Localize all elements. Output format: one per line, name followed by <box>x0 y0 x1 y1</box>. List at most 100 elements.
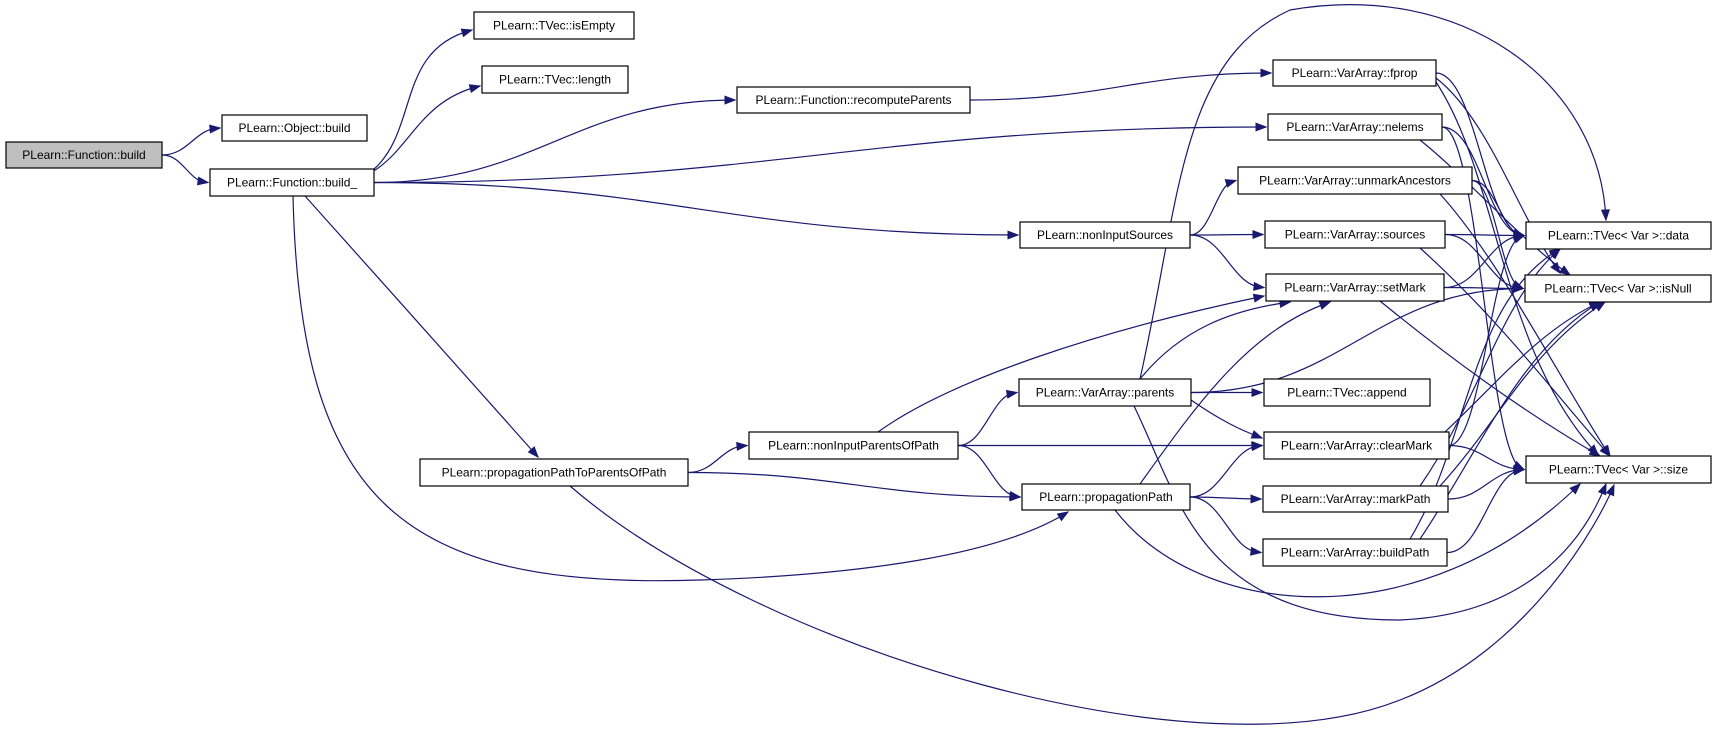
node-function-build[interactable]: PLearn::Function::build <box>5 141 163 169</box>
node-label: PLearn::nonInputParentsOfPath <box>768 439 939 453</box>
edge-vararray_unmark_ancestors-to-tvec_var_data <box>1471 179 1526 238</box>
edge-line <box>1189 444 1263 498</box>
edge-vararray_sources-to-tvec_var_size <box>1419 247 1611 458</box>
edge-non_input_sources-to-vararray_sources <box>1189 229 1265 240</box>
arrowhead <box>1260 68 1273 78</box>
node-label: PLearn::VarArray::parents <box>1036 386 1175 400</box>
node-label: PLearn::nonInputSources <box>1037 228 1173 242</box>
edge-function_build_-to-non_input_sources <box>373 181 1020 240</box>
edge-non_input_parents_of_path-to-vararray_clear_mark <box>957 440 1264 451</box>
edge-function_build_-to-propagation_path_to_parents_of_path <box>304 195 539 459</box>
node-non-input-parents-of-path[interactable]: PLearn::nonInputParentsOfPath <box>748 431 959 460</box>
edge-vararray_parents-to-tvec_append <box>1190 387 1264 398</box>
node-vararray-unmark-ancestors[interactable]: PLearn::VarArray::unmarkAncestors <box>1237 166 1473 195</box>
arrowhead <box>527 446 539 459</box>
node-box <box>473 11 635 40</box>
node-vararray-clear-mark[interactable]: PLearn::VarArray::clearMark <box>1263 431 1450 460</box>
call-graph-edges <box>161 4 1615 725</box>
node-box <box>1262 538 1448 567</box>
node-box <box>1237 166 1473 195</box>
node-box <box>1263 378 1431 407</box>
node-label: PLearn::VarArray::fprop <box>1292 66 1418 80</box>
node-vararray-sources[interactable]: PLearn::VarArray::sources <box>1264 220 1446 249</box>
edge-non_input_parents_of_path-to-vararray_set_mark <box>877 293 1266 433</box>
edge-non_input_parents_of_path-to-propagation_path <box>957 444 1022 500</box>
arrowhead <box>1255 122 1268 132</box>
edge-propagation_path_to_parents_of_path-to-non_input_parents_of_path <box>687 441 749 474</box>
node-recompute-parents[interactable]: PLearn::Function::recomputeParents <box>736 86 971 114</box>
edge-propagation_path_to_parents_of_path-to-tvec_var_size <box>569 483 1615 725</box>
edge-line <box>1435 81 1599 456</box>
edge-line <box>1443 234 1525 289</box>
node-box <box>1272 59 1437 87</box>
node-box <box>209 168 375 197</box>
arrowhead <box>1558 265 1572 276</box>
node-label: PLearn::TVec< Var >::data <box>1548 229 1690 243</box>
arrowhead <box>1253 281 1266 291</box>
node-tvec-var-data[interactable]: PLearn::TVec< Var >::data <box>1525 221 1712 250</box>
edge-vararray_parents-to-vararray_set_mark <box>1139 298 1292 380</box>
arrowhead <box>1548 248 1562 259</box>
node-label: PLearn::Function::recomputeParents <box>755 93 951 107</box>
edge-function_build-to-object_build <box>161 124 222 156</box>
node-tvec-length[interactable]: PLearn::TVec::length <box>481 65 629 94</box>
edge-line <box>1189 179 1237 236</box>
edge-line <box>373 99 736 184</box>
edge-line <box>1189 234 1265 289</box>
arrowhead <box>1569 483 1582 495</box>
edge-line <box>1139 4 1607 380</box>
edge-line <box>371 29 473 172</box>
node-box <box>1021 483 1191 511</box>
node-propagation-path[interactable]: PLearn::propagationPath <box>1021 483 1191 511</box>
node-propagation-path-to-parents-of-path[interactable]: PLearn::propagationPathToParentsOfPath <box>419 458 689 487</box>
edge-line <box>1139 301 1291 380</box>
edge-propagation_path-to-vararray_set_mark <box>1139 301 1332 485</box>
node-box <box>1525 455 1712 484</box>
edge-line <box>1189 233 1264 236</box>
node-box <box>1262 485 1449 513</box>
arrowhead <box>1008 490 1022 500</box>
node-vararray-set-mark[interactable]: PLearn::VarArray::setMark <box>1265 273 1445 302</box>
edge-propagation_path_to_parents_of_path-to-propagation_path <box>687 471 1022 502</box>
edge-recompute_parents-to-vararray_fprop <box>969 68 1273 101</box>
node-vararray-fprop[interactable]: PLearn::VarArray::fprop <box>1272 59 1437 87</box>
edge-line <box>1419 247 1611 457</box>
node-vararray-build-path[interactable]: PLearn::VarArray::buildPath <box>1262 538 1448 567</box>
node-label: PLearn::Object::build <box>238 121 350 135</box>
edge-non_input_sources-to-vararray_set_mark <box>1189 234 1266 291</box>
node-object-build[interactable]: PLearn::Object::build <box>221 114 368 142</box>
node-vararray-nelems[interactable]: PLearn::VarArray::nelems <box>1267 113 1443 141</box>
node-tvec-append[interactable]: PLearn::TVec::append <box>1263 378 1431 407</box>
node-label: PLearn::VarArray::unmarkAncestors <box>1259 174 1451 188</box>
edge-line <box>1448 234 1525 447</box>
edge-non_input_parents_of_path-to-vararray_parents <box>957 389 1019 447</box>
arrowhead <box>736 441 749 451</box>
node-label: PLearn::Function::build <box>22 148 145 162</box>
arrowhead <box>1512 234 1526 244</box>
node-tvec-var-isnull[interactable]: PLearn::TVec< Var >::isNull <box>1524 274 1712 303</box>
node-function-build-[interactable]: PLearn::Function::build_ <box>209 168 375 197</box>
node-box <box>1264 220 1446 249</box>
edge-line <box>1441 126 1525 471</box>
node-tvec-var-size[interactable]: PLearn::TVec< Var >::size <box>1525 455 1712 484</box>
edge-non_input_sources-to-vararray_unmark_ancestors <box>1189 179 1238 236</box>
node-box <box>1018 378 1192 407</box>
arrowhead <box>468 84 482 94</box>
node-box <box>1265 273 1445 302</box>
node-vararray-parents[interactable]: PLearn::VarArray::parents <box>1018 378 1192 407</box>
edge-line <box>371 85 481 173</box>
edge-line <box>1114 483 1581 598</box>
edge-line <box>304 195 539 458</box>
node-tvec-isempty[interactable]: PLearn::TVec::isEmpty <box>473 11 635 40</box>
node-label: PLearn::VarArray::clearMark <box>1281 439 1433 453</box>
node-vararray-mark-path[interactable]: PLearn::VarArray::markPath <box>1262 485 1449 513</box>
node-box <box>1524 274 1712 303</box>
edge-line <box>1444 301 1601 433</box>
node-label: PLearn::TVec::length <box>499 73 611 87</box>
edge-vararray_build_path-to-tvec_var_size <box>1446 466 1526 554</box>
node-box <box>1263 431 1450 460</box>
edge-line <box>1190 287 1524 394</box>
node-non-input-sources[interactable]: PLearn::nonInputSources <box>1019 221 1191 249</box>
edge-line <box>569 484 1615 725</box>
edge-vararray_fprop-to-tvec_var_data <box>1435 72 1526 238</box>
